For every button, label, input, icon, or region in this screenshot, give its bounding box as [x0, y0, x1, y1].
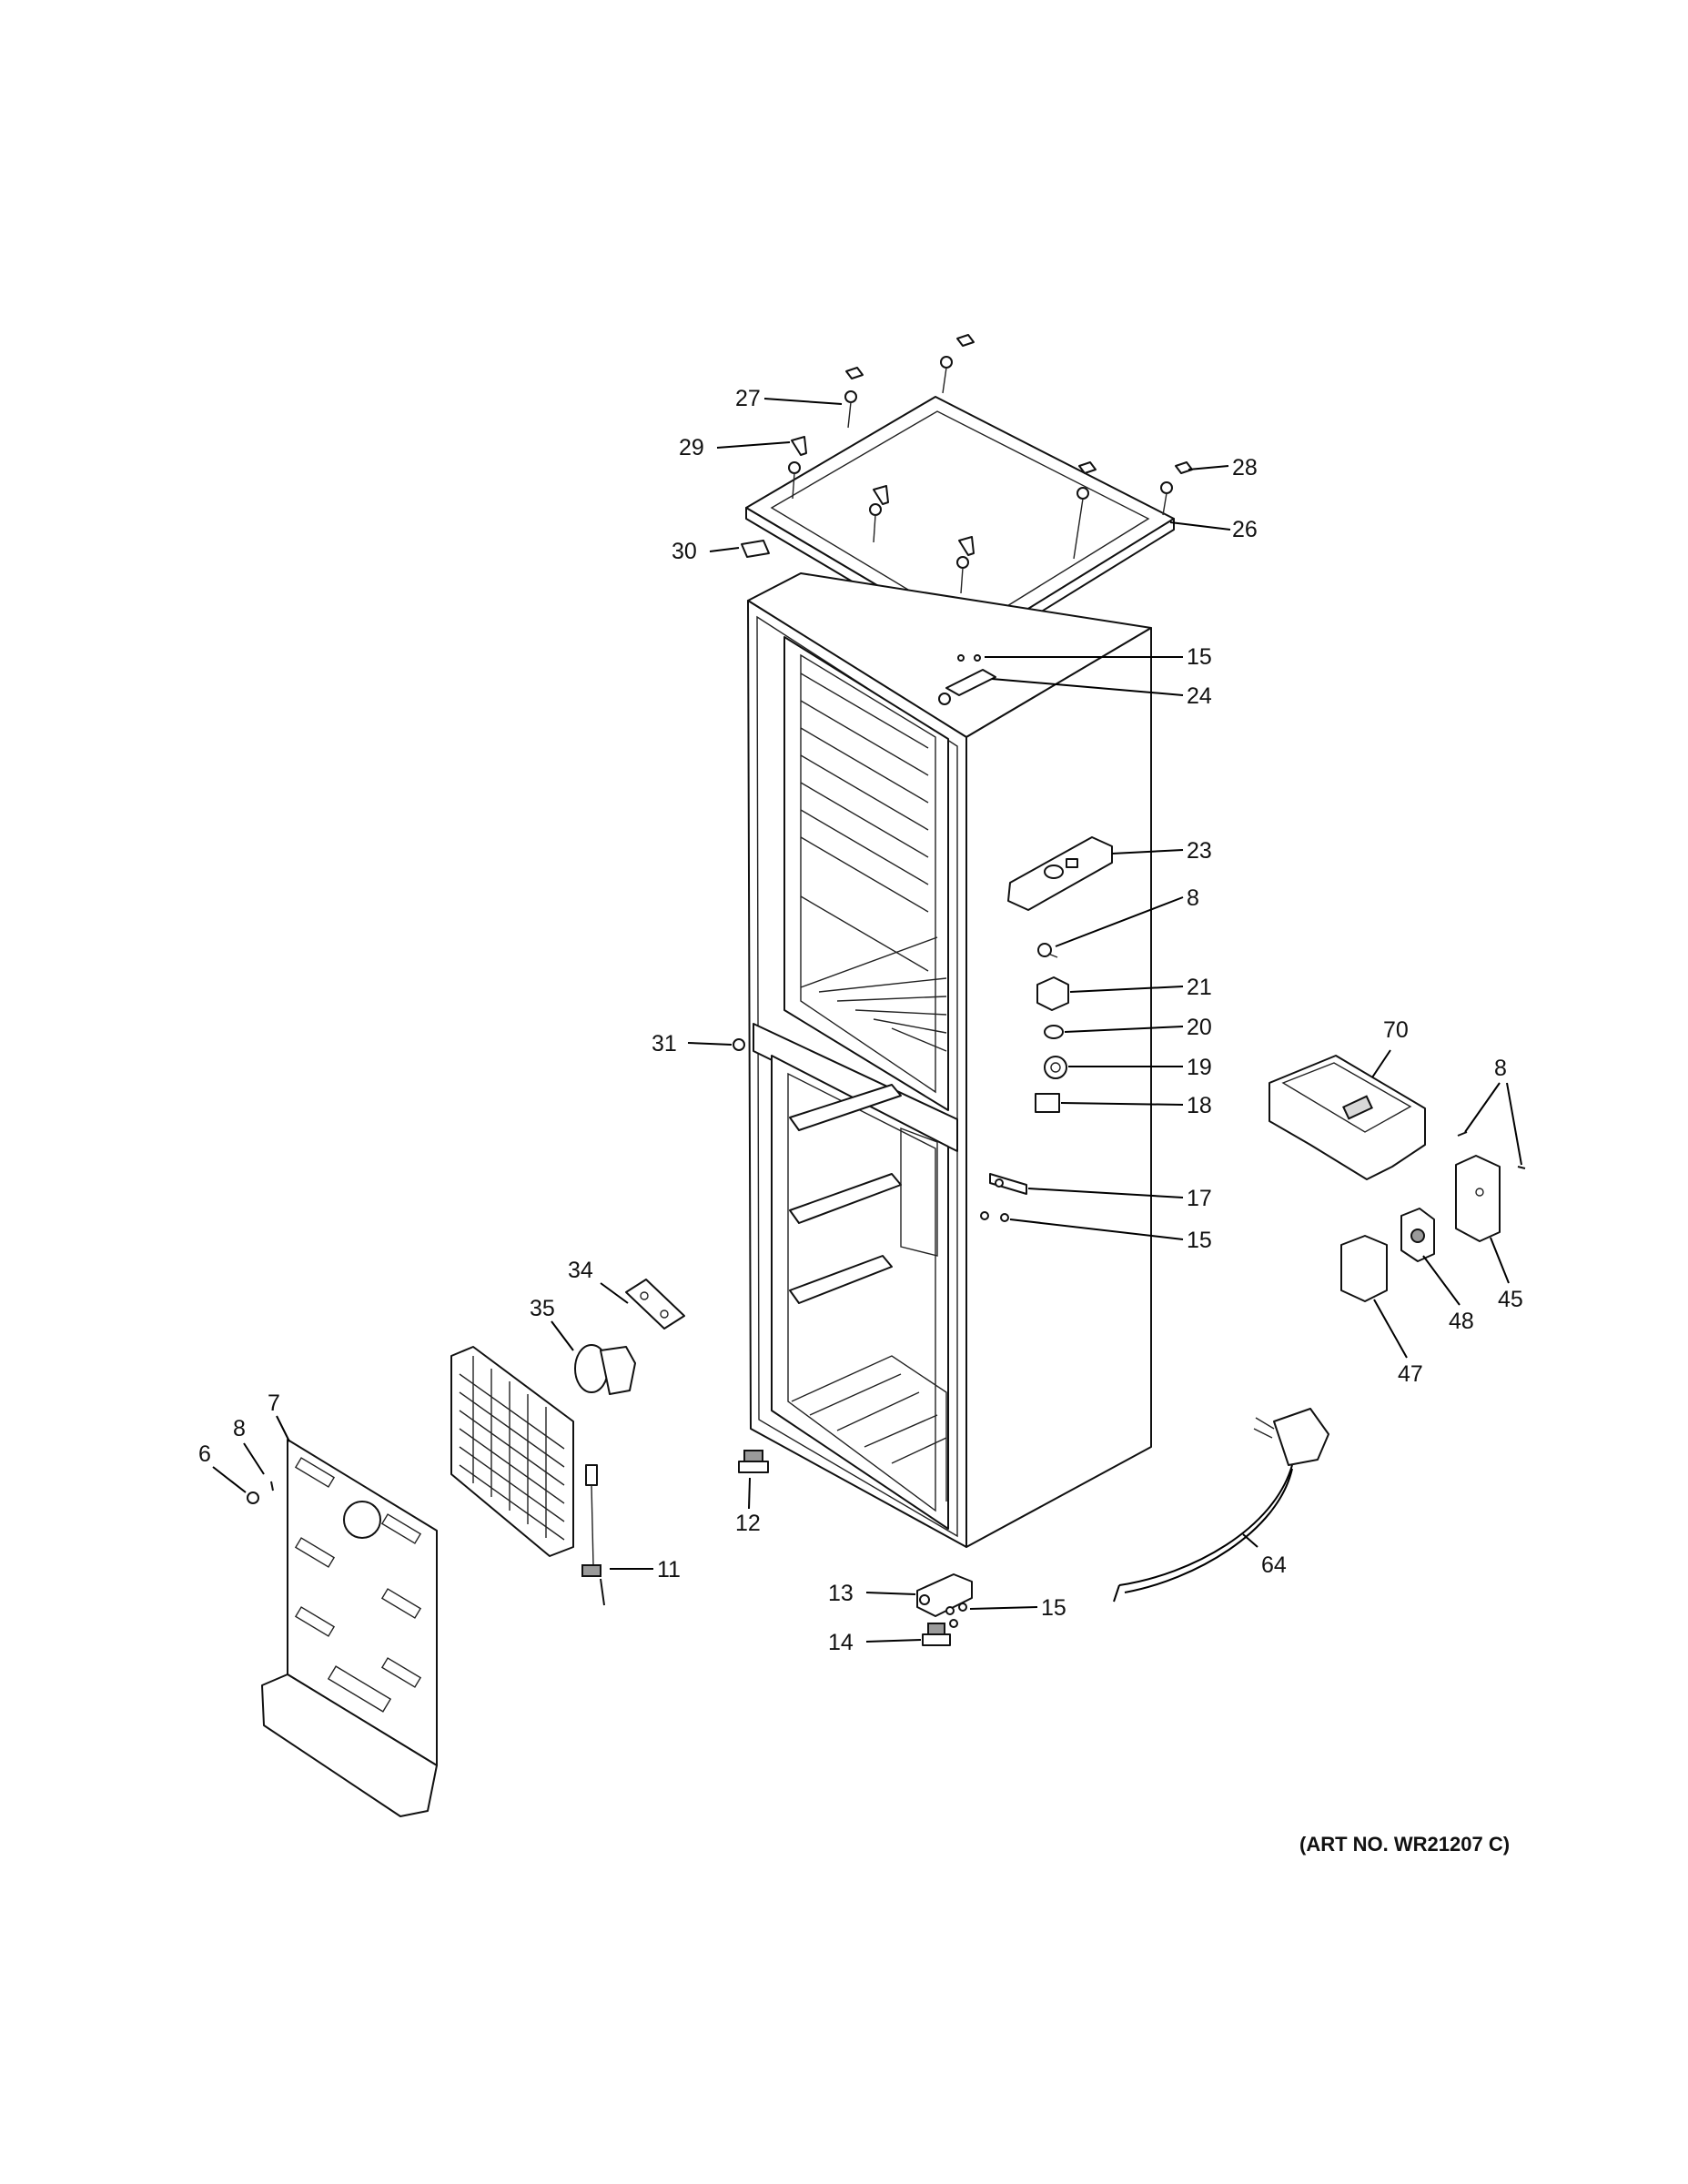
socket-part-19: [1044, 1056, 1067, 1079]
callout-15-mid: 15: [1187, 1228, 1212, 1253]
screws-part-15-bottom: [945, 1603, 967, 1628]
evaporator-cover-part-7: [261, 1439, 438, 1817]
overload-part-48: [1400, 1208, 1435, 1262]
evaporator-assembly: [450, 1346, 574, 1557]
callout-14: 14: [828, 1630, 854, 1655]
callout-31: 31: [652, 1031, 677, 1057]
callout-12: 12: [735, 1511, 761, 1536]
callout-47: 47: [1398, 1361, 1423, 1387]
bottom-hinge-part-13: [916, 1573, 973, 1617]
screw-part-8-light: [1037, 943, 1058, 958]
callout-7: 7: [268, 1390, 280, 1416]
hinge-part-17: [989, 1173, 1027, 1195]
callout-26: 26: [1232, 517, 1258, 542]
light-housing-part-23: [1007, 836, 1113, 911]
callout-24: 24: [1187, 683, 1212, 709]
spacer-part-30: [741, 540, 770, 558]
callout-19: 19: [1187, 1055, 1212, 1080]
screws-part-15-mid: [980, 1211, 1009, 1222]
callout-20: 20: [1187, 1015, 1212, 1040]
capacitor-part-47: [1340, 1235, 1388, 1302]
bulb-part-20: [1044, 1025, 1064, 1039]
callout-17: 17: [1187, 1186, 1212, 1211]
refrigerator-cabinet: [747, 572, 1152, 1548]
top-screws-part-27: [788, 356, 1173, 594]
leader-lines: [212, 398, 1522, 1643]
top-clips-part-29: [791, 436, 975, 556]
power-cord-part-64: [1113, 1408, 1329, 1603]
callout-8-light: 8: [1187, 885, 1199, 911]
callout-15-bottom: 15: [1041, 1595, 1066, 1621]
leveling-foot-part-12: [738, 1450, 769, 1473]
callout-13: 13: [828, 1581, 854, 1606]
callout-64: 64: [1261, 1552, 1287, 1578]
thermostat-part-18: [1035, 1093, 1060, 1113]
plug-part-6: [247, 1491, 259, 1504]
fan-motor-part-35: [574, 1344, 636, 1395]
relay-part-45: [1455, 1155, 1501, 1242]
plug-part-31: [733, 1038, 745, 1051]
callout-45: 45: [1498, 1287, 1523, 1312]
switch-part-21: [1036, 976, 1069, 1011]
callout-labels: 27 29 28 26 30 15 24 23 8 21 20 19 18 31…: [198, 386, 1523, 1655]
control-box-part-70: [1269, 1055, 1426, 1180]
screws-part-15-top: [957, 654, 981, 662]
callout-6: 6: [198, 1441, 211, 1467]
callout-15-top: 15: [1187, 644, 1212, 670]
callout-11: 11: [657, 1557, 681, 1582]
art-number-label: (ART NO. WR21207 C): [1299, 1833, 1510, 1855]
callout-30: 30: [672, 539, 697, 564]
top-nuts-part-28: [845, 334, 1193, 474]
callout-29: 29: [679, 435, 704, 460]
callout-8-left: 8: [233, 1416, 246, 1441]
hinge-plate-part-24: [938, 669, 996, 705]
callout-23: 23: [1187, 838, 1212, 864]
screws-part-8-right: [1457, 1131, 1526, 1169]
callout-8-right: 8: [1494, 1056, 1507, 1081]
callout-28: 28: [1232, 455, 1258, 480]
defrost-sensor-part-11: [581, 1464, 605, 1606]
callout-27: 27: [735, 386, 761, 411]
callout-35: 35: [530, 1296, 555, 1321]
callout-18: 18: [1187, 1093, 1212, 1118]
callout-21: 21: [1187, 975, 1212, 1000]
callout-70: 70: [1383, 1017, 1409, 1043]
callout-34: 34: [568, 1258, 593, 1283]
leveling-foot-part-14: [922, 1623, 951, 1646]
screw-part-8-left: [270, 1481, 274, 1491]
callout-48: 48: [1449, 1309, 1474, 1334]
fan-bracket-part-34: [625, 1279, 685, 1330]
